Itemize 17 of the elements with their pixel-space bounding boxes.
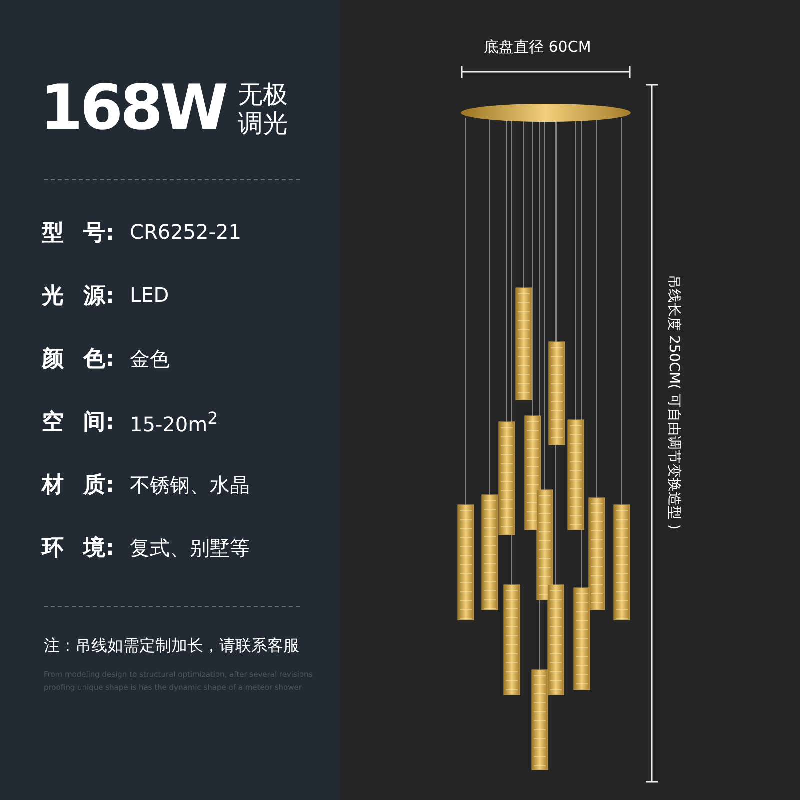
spec-key: 材 质: [42, 470, 114, 500]
spec-value: 不锈钢、水晶 [130, 472, 250, 499]
title: 168W [40, 72, 226, 144]
spec-value: CR6252-21 [130, 220, 242, 244]
spec-key: 颜 色: [42, 344, 114, 374]
spec-key: 光 源: [42, 281, 114, 311]
dimension-label: 吊线长度 250CM( 可自由调节变换造型 ) [665, 275, 683, 530]
note: 注 : 吊线如需定制加长，请联系客服 [44, 636, 300, 657]
spec-value: 金色 [130, 346, 170, 373]
dimension-label: 底盘直径 60CM [484, 38, 592, 57]
subtitle: 无极调光 [238, 80, 289, 138]
spec-value: 15-20m$^{2}$ [130, 409, 218, 437]
spec-key: 空 间: [42, 407, 114, 437]
spec-key: 环 境: [42, 533, 114, 563]
spec-value: 复式、别墅等 [130, 535, 250, 562]
spec-key: 型 号: [42, 218, 114, 248]
spec-value: LED [130, 283, 170, 307]
